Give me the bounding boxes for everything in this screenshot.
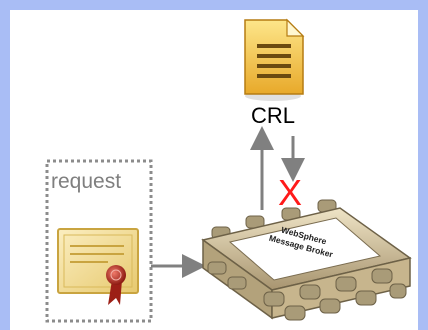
document-icon	[244, 18, 305, 101]
request-label: request	[51, 170, 122, 193]
certificate-icon	[57, 228, 139, 305]
broker-chip-icon: WebSphere Message Broker	[201, 199, 412, 321]
crl-label: CRL	[250, 103, 295, 128]
rejected-x-mark: X	[278, 172, 303, 213]
